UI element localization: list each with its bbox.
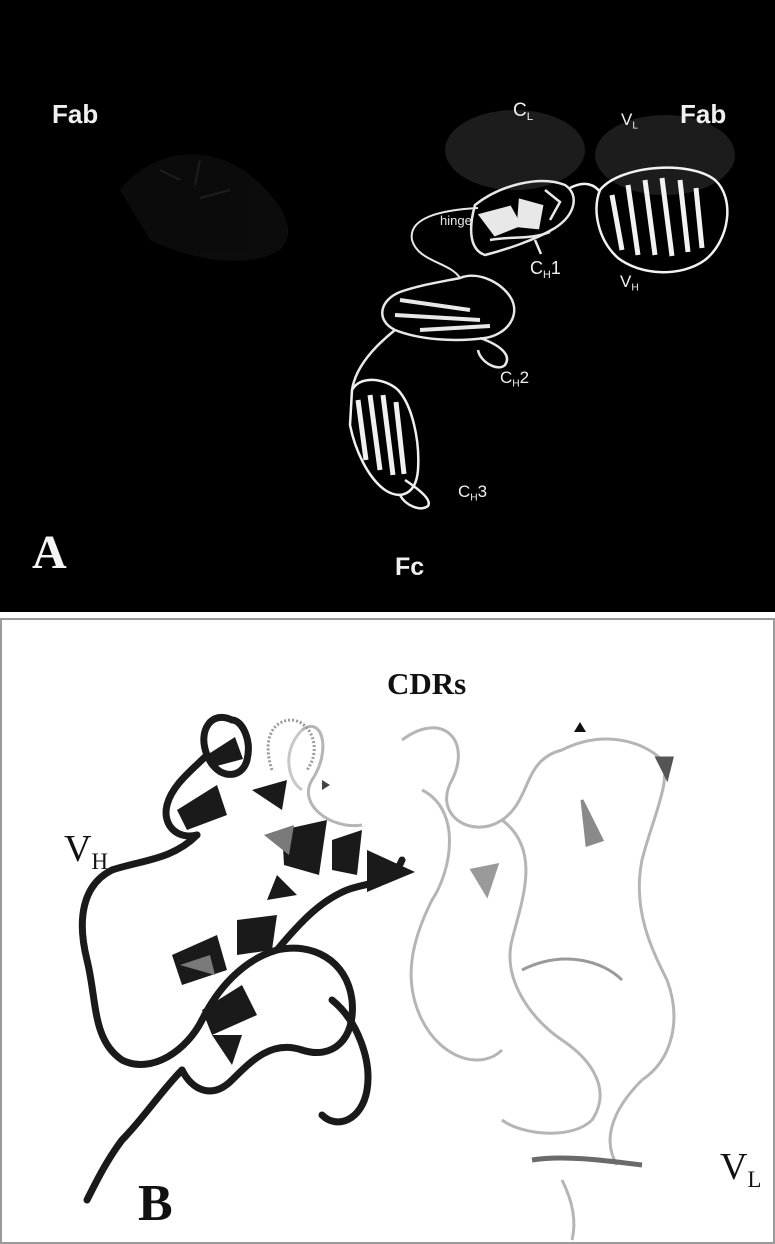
cdr-arrow-marker	[574, 722, 586, 732]
fab-right-label: Fab	[680, 99, 726, 129]
vh-label: VH	[620, 272, 639, 294]
vh-label-b: VH	[64, 827, 108, 875]
fc-label: Fc	[395, 553, 424, 581]
ch2-domain	[352, 276, 514, 390]
vh-beta-strands	[172, 737, 415, 1065]
vl-label: VL	[621, 110, 638, 132]
fab-left-label: Fab	[52, 99, 98, 129]
ch2-label: CH2	[500, 368, 529, 390]
panel-b: CDRs B VH VL	[0, 618, 775, 1244]
vl-label-b: VL	[720, 1145, 761, 1193]
variable-domain-ribbon: CDRs B	[2, 620, 775, 1244]
fab-left-faint	[120, 154, 288, 261]
ch3-domain	[350, 380, 429, 508]
antibody-ribbon-structure: Fab Fab hinge Fc A	[0, 0, 775, 612]
panel-a-letter: A	[32, 526, 67, 579]
vh-ribbon	[82, 717, 402, 1200]
ch1-domain	[471, 181, 574, 255]
ch3-label: CH3	[458, 482, 487, 504]
panel-a: Fab Fab hinge Fc A CL VL CH1 VH CH2 CH3	[0, 0, 775, 612]
ch1-label: CH1	[530, 258, 561, 281]
cdrs-title: CDRs	[387, 666, 466, 701]
panel-b-letter: B	[138, 1175, 173, 1232]
cl-label: CL	[513, 100, 533, 123]
hinge-label: hinge	[440, 213, 472, 228]
cdr-small-marker	[322, 780, 330, 790]
